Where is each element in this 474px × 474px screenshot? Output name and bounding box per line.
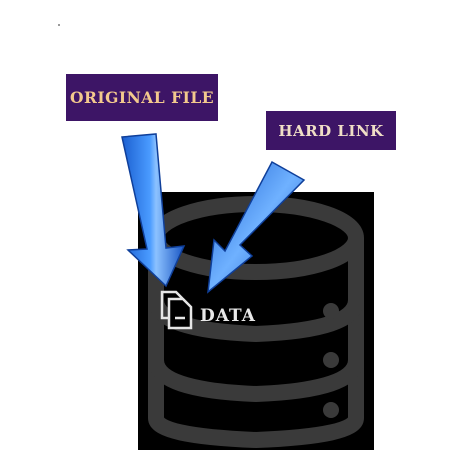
hard-link-label: HARD LINK	[266, 111, 396, 150]
stray-dot	[58, 24, 60, 26]
original-file-label: ORIGINAL FILE	[66, 74, 218, 121]
original-file-arrow	[121, 133, 186, 288]
hard-link-arrow	[207, 160, 306, 294]
file-copy-icon	[160, 290, 193, 330]
data-label: DATA	[200, 306, 256, 326]
